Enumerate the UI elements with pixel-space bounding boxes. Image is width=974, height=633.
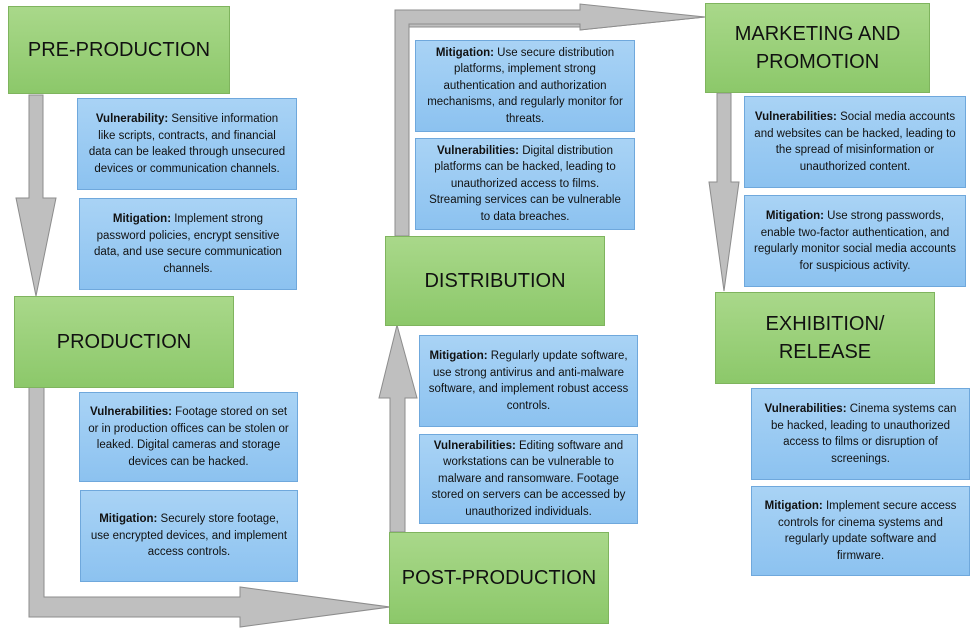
stage-label-line2: PROMOTION (755, 51, 880, 73)
stage-distribution: DISTRIBUTION (385, 236, 605, 326)
note-text: Securely store footage, use encrypted de… (90, 513, 288, 559)
note-text: Implement secure access controls for cin… (778, 500, 957, 562)
note-post-production-vulnerabilities: Vulnerabilities: Editing software and wo… (419, 434, 638, 524)
note-marketing-vulnerabilities: Vulnerabilities: Social media accounts a… (744, 96, 966, 188)
note-label: Mitigation: (99, 513, 158, 526)
note-text: Implement strong password policies, encr… (94, 213, 282, 275)
note-label: Mitigation: (764, 500, 823, 512)
note-pre-production-vulnerability: Vulnerability: Sensitive information lik… (77, 98, 297, 190)
note-text: Editing software and workstations can be… (431, 439, 626, 518)
note-label: Vulnerabilities: (433, 439, 516, 452)
note-text: Use strong passwords, enable two-factor … (754, 210, 956, 272)
note-label: Mitigation: (429, 350, 488, 362)
stage-label: DISTRIBUTION (424, 270, 566, 292)
arrow-pre-to-production (15, 94, 57, 297)
note-distribution-mitigation: Mitigation: Use secure distribution plat… (415, 40, 635, 132)
arrow-distribution-to-marketing-body (394, 3, 706, 237)
note-text: Regularly update software, use strong an… (428, 350, 629, 412)
note-label: Vulnerabilities: (754, 111, 837, 123)
stage-label-line1: MARKETING AND (734, 23, 901, 45)
note-exhibition-vulnerabilities: Vulnerabilities: Cinema systems can be h… (751, 388, 970, 480)
stage-label: PRODUCTION (56, 331, 192, 353)
note-text: Digital distribution platforms can be ha… (429, 144, 621, 223)
stage-label: POST-PRODUCTION (401, 567, 597, 589)
stage-marketing-and-promotion: MARKETING AND PROMOTION (705, 3, 930, 93)
note-label: Mitigation: (765, 210, 824, 222)
note-text: Footage stored on set or in production o… (88, 406, 289, 468)
note-text: Sensitive information like scripts, cont… (88, 113, 286, 175)
note-label: Vulnerability: (95, 113, 169, 125)
note-production-mitigation: Mitigation: Securely store footage, use … (80, 490, 298, 582)
arrow-production-to-post (28, 385, 391, 628)
stage-label: PRE-PRODUCTION (27, 39, 211, 61)
note-label: Mitigation: (112, 213, 172, 225)
note-label: Mitigation: (435, 46, 494, 59)
note-label: Vulnerabilities: (764, 403, 847, 415)
stage-exhibition-release: EXHIBITION/ RELEASE (715, 292, 935, 384)
stage-pre-production: PRE-PRODUCTION (8, 6, 230, 94)
arrow-marketing-to-exhibition (708, 92, 740, 292)
stage-post-production: POST-PRODUCTION (389, 532, 609, 624)
note-text: Social media accounts and websites can b… (754, 111, 956, 173)
note-exhibition-mitigation: Mitigation: Implement secure access cont… (751, 486, 970, 576)
note-distribution-vulnerabilities: Vulnerabilities: Digital distribution pl… (415, 138, 635, 230)
arrow-post-to-distribution (378, 323, 418, 533)
stage-label-line1: EXHIBITION/ (765, 313, 885, 335)
note-label: Vulnerabilities: (89, 406, 172, 418)
note-marketing-mitigation: Mitigation: Use strong passwords, enable… (744, 195, 966, 287)
stage-label-line2: RELEASE (778, 341, 872, 363)
note-label: Vulnerabilities: (437, 144, 520, 157)
note-production-vulnerabilities: Vulnerabilities: Footage stored on set o… (79, 392, 298, 482)
note-pre-production-mitigation: Mitigation: Implement strong password po… (79, 198, 297, 290)
note-text: Use secure distribution platforms, imple… (427, 46, 623, 125)
note-post-production-mitigation: Mitigation: Regularly update software, u… (419, 335, 638, 427)
note-text: Cinema systems can be hacked, leading to… (770, 403, 957, 465)
stage-production: PRODUCTION (14, 296, 234, 388)
